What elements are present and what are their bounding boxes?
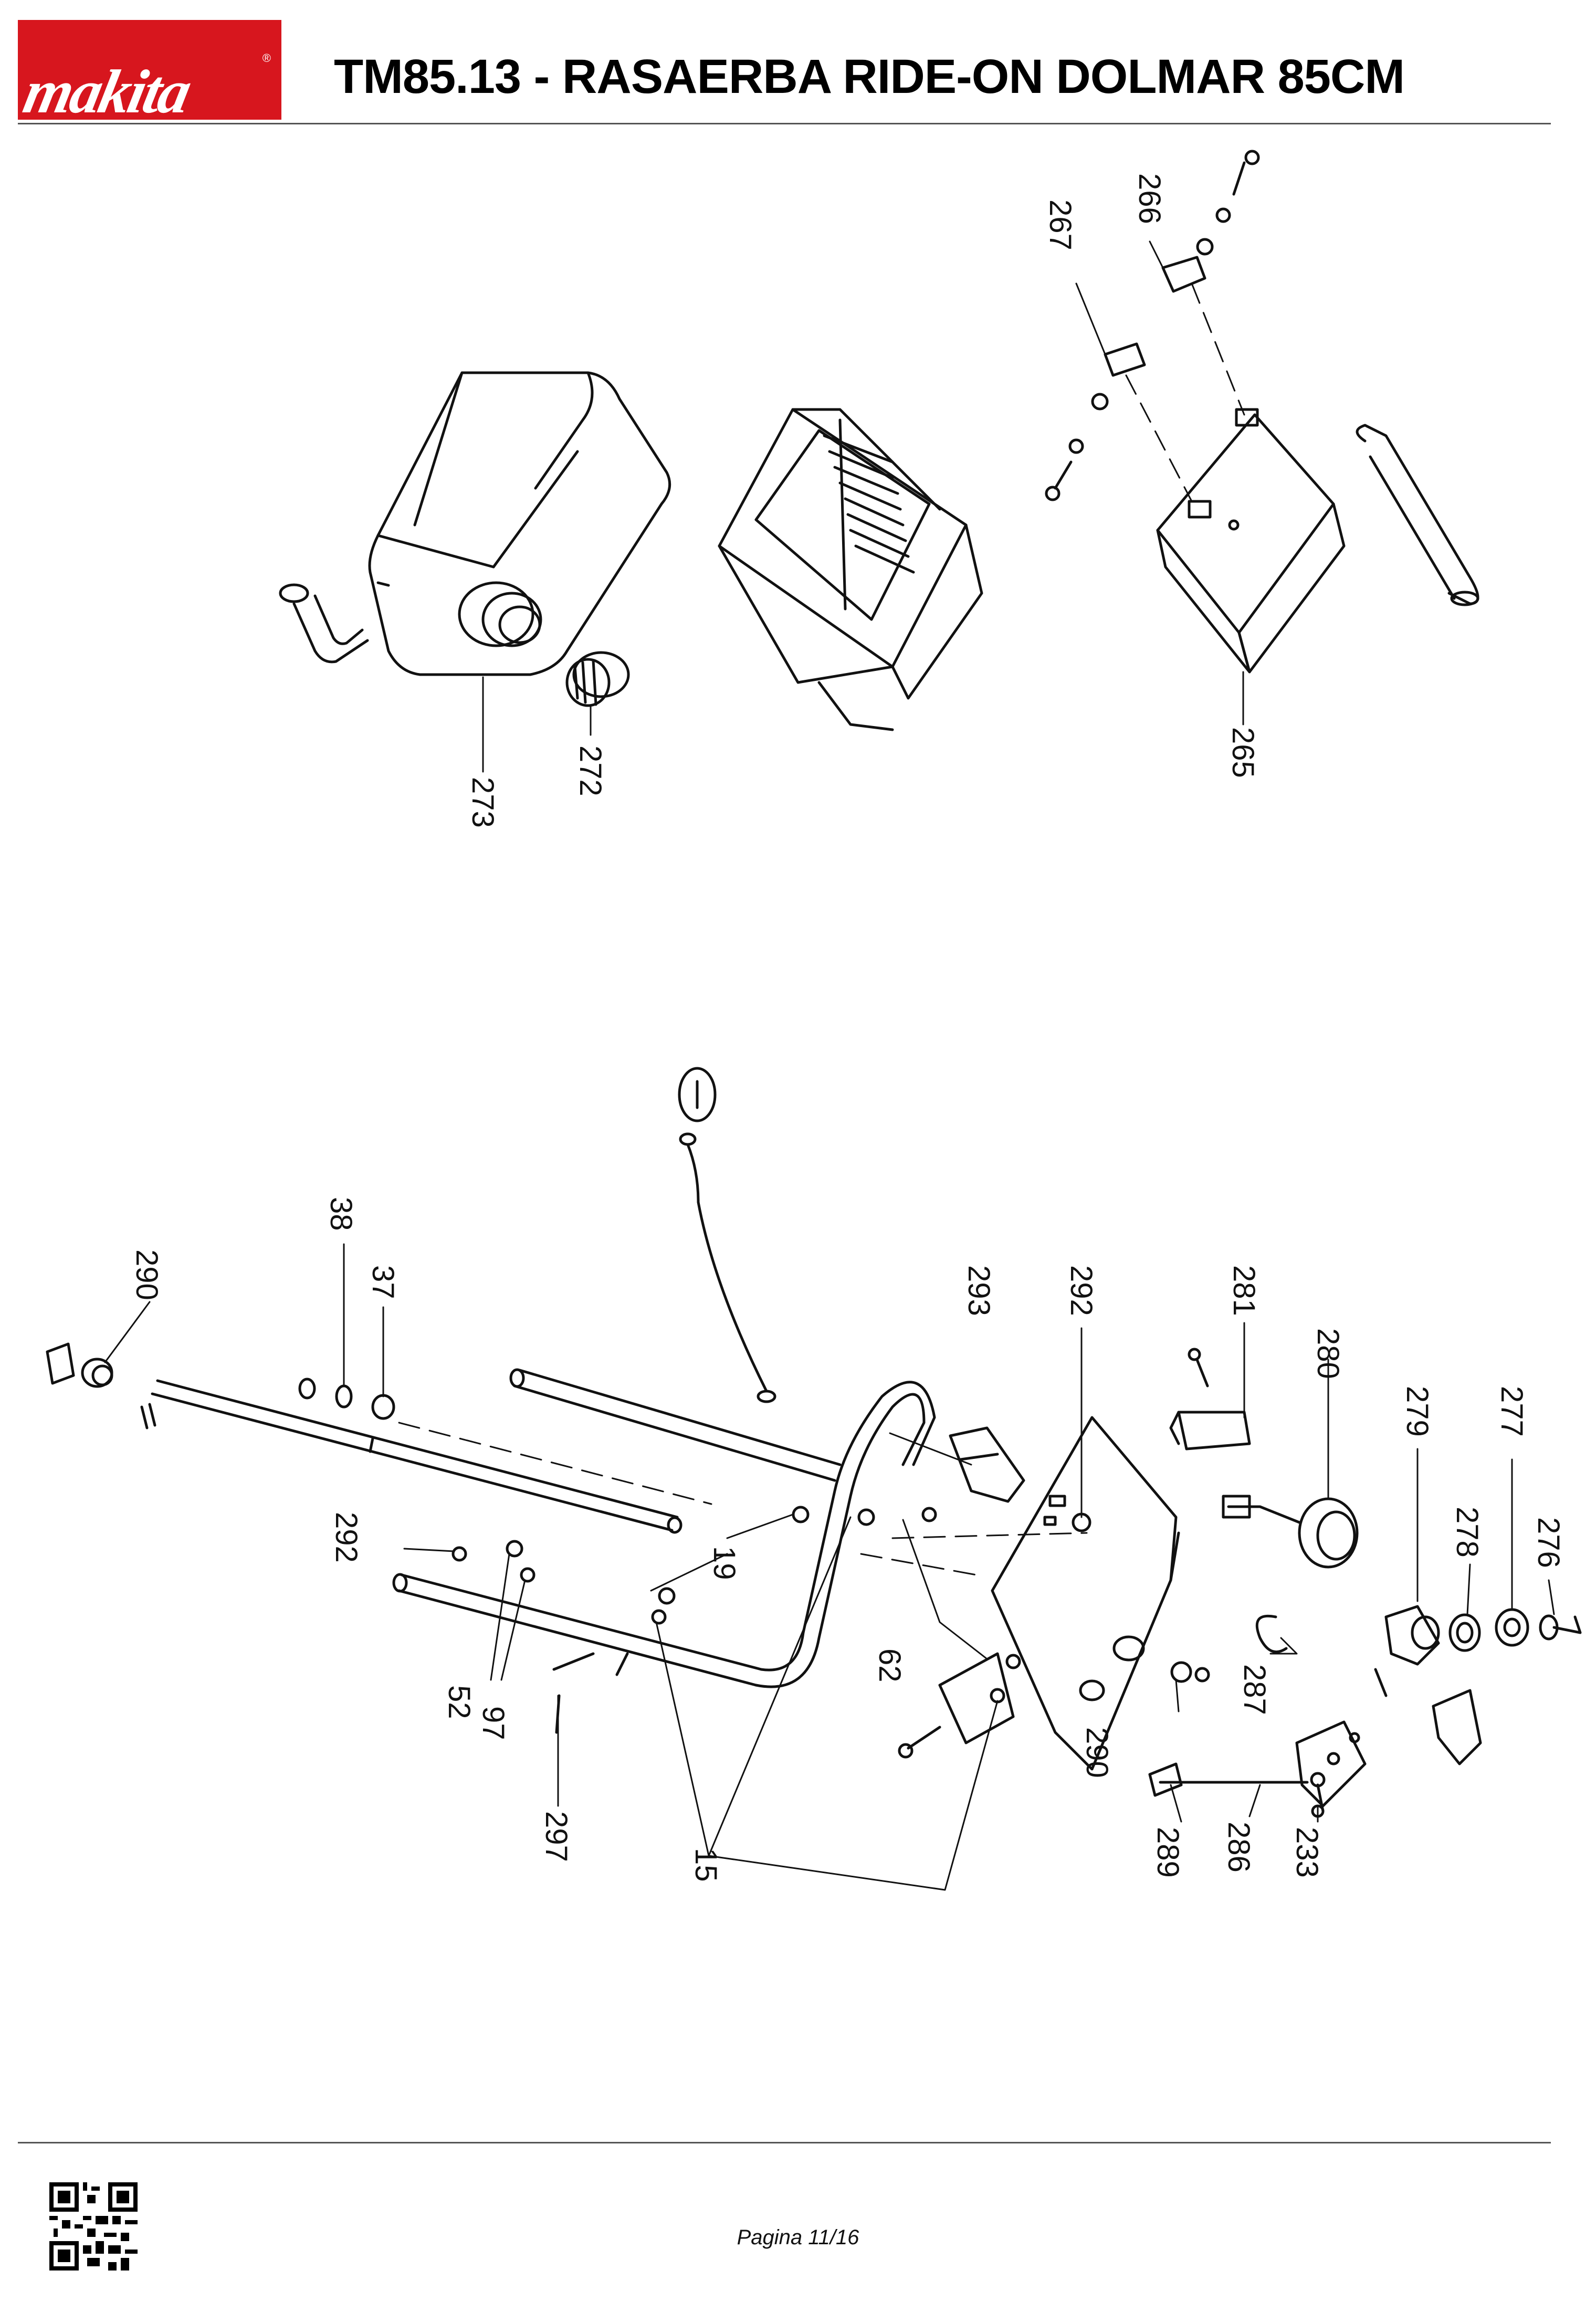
switch-housing-279 [1384, 1605, 1440, 1666]
callout-292-left: 292 [329, 1512, 363, 1563]
callout-266: 266 [1132, 173, 1167, 224]
callout-292-right: 292 [1064, 1265, 1098, 1316]
qr-code-icon [49, 2182, 138, 2271]
ignition-switch-part [1222, 1495, 1359, 1569]
callout-38: 38 [324, 1197, 358, 1231]
callout-272: 272 [573, 745, 607, 796]
callout-97: 97 [476, 1706, 510, 1740]
footer-divider [18, 2142, 1551, 2143]
battery-tray-part [718, 408, 983, 731]
battery-clamp-267 [1045, 342, 1146, 501]
washers-38-37 [298, 1378, 395, 1420]
callout-286: 286 [1222, 1822, 1256, 1873]
callout-267: 267 [1043, 199, 1077, 250]
battery-clamp-266 [1161, 150, 1260, 293]
nut-278 [1448, 1613, 1481, 1652]
battery-strap-part [1356, 424, 1479, 606]
callout-290-left: 290 [130, 1249, 164, 1300]
leader-lines-bottom [104, 1243, 1555, 1891]
callout-52: 52 [442, 1685, 476, 1719]
washer-277 [1495, 1608, 1529, 1647]
callout-37: 37 [366, 1265, 400, 1299]
callout-289: 289 [1151, 1827, 1185, 1878]
circlip-part [1255, 1614, 1288, 1654]
callout-290-right: 290 [1080, 1727, 1114, 1778]
callout-labels: 273 272 265 266 267 290 38 37 292 52 97 … [130, 173, 1566, 1882]
mounting-plate-part [991, 1416, 1180, 1771]
callout-287: 287 [1237, 1664, 1272, 1715]
seat-frame-part [754, 1381, 936, 1688]
callout-277: 277 [1495, 1386, 1529, 1437]
callout-15: 15 [689, 1848, 723, 1882]
callout-280: 280 [1311, 1328, 1345, 1379]
callout-276: 276 [1531, 1517, 1566, 1568]
page-number: Pagina 11/16 [737, 2226, 859, 2249]
ground-cable-part [678, 1067, 776, 1403]
key-276 [1539, 1614, 1582, 1641]
callout-273: 273 [466, 777, 500, 828]
relay-part [1169, 1348, 1251, 1450]
makita-logo: makita ® [18, 20, 281, 120]
callout-62: 62 [873, 1648, 907, 1683]
assembly-guide-lines-top [1125, 282, 1245, 502]
header-divider [18, 123, 1551, 124]
callout-233: 233 [1290, 1827, 1324, 1878]
callout-293: 293 [962, 1265, 996, 1316]
fuel-hose-part [279, 583, 369, 664]
page-title: TM85.13 - RASAERBA RIDE-ON DOLMAR 85CM [334, 50, 1405, 103]
steering-shaft-part [151, 1379, 682, 1534]
front-rod-part [392, 1573, 763, 1687]
rear-rod-part [509, 1368, 842, 1482]
registered-mark: ® [262, 51, 271, 65]
throttle-linkage-part [1159, 1720, 1367, 1807]
assembly-guide-lines-bottom [398, 1422, 1088, 1576]
callout-281: 281 [1227, 1265, 1261, 1316]
leader-lines-top [482, 240, 1244, 773]
callout-19: 19 [707, 1546, 741, 1580]
fuel-cap-part [565, 651, 630, 707]
battery-part [1156, 408, 1346, 674]
clip-289 [1148, 1762, 1183, 1797]
support-bracket-part [898, 1652, 1015, 1759]
bushing-290-left [46, 1342, 156, 1429]
callout-265: 265 [1226, 727, 1260, 778]
callout-278: 278 [1450, 1507, 1484, 1558]
switch-bracket-part [949, 1426, 1025, 1503]
callout-279: 279 [1400, 1386, 1434, 1437]
callout-297: 297 [539, 1811, 573, 1862]
fuel-tank-part [368, 371, 671, 676]
bracket-right [1374, 1668, 1482, 1765]
